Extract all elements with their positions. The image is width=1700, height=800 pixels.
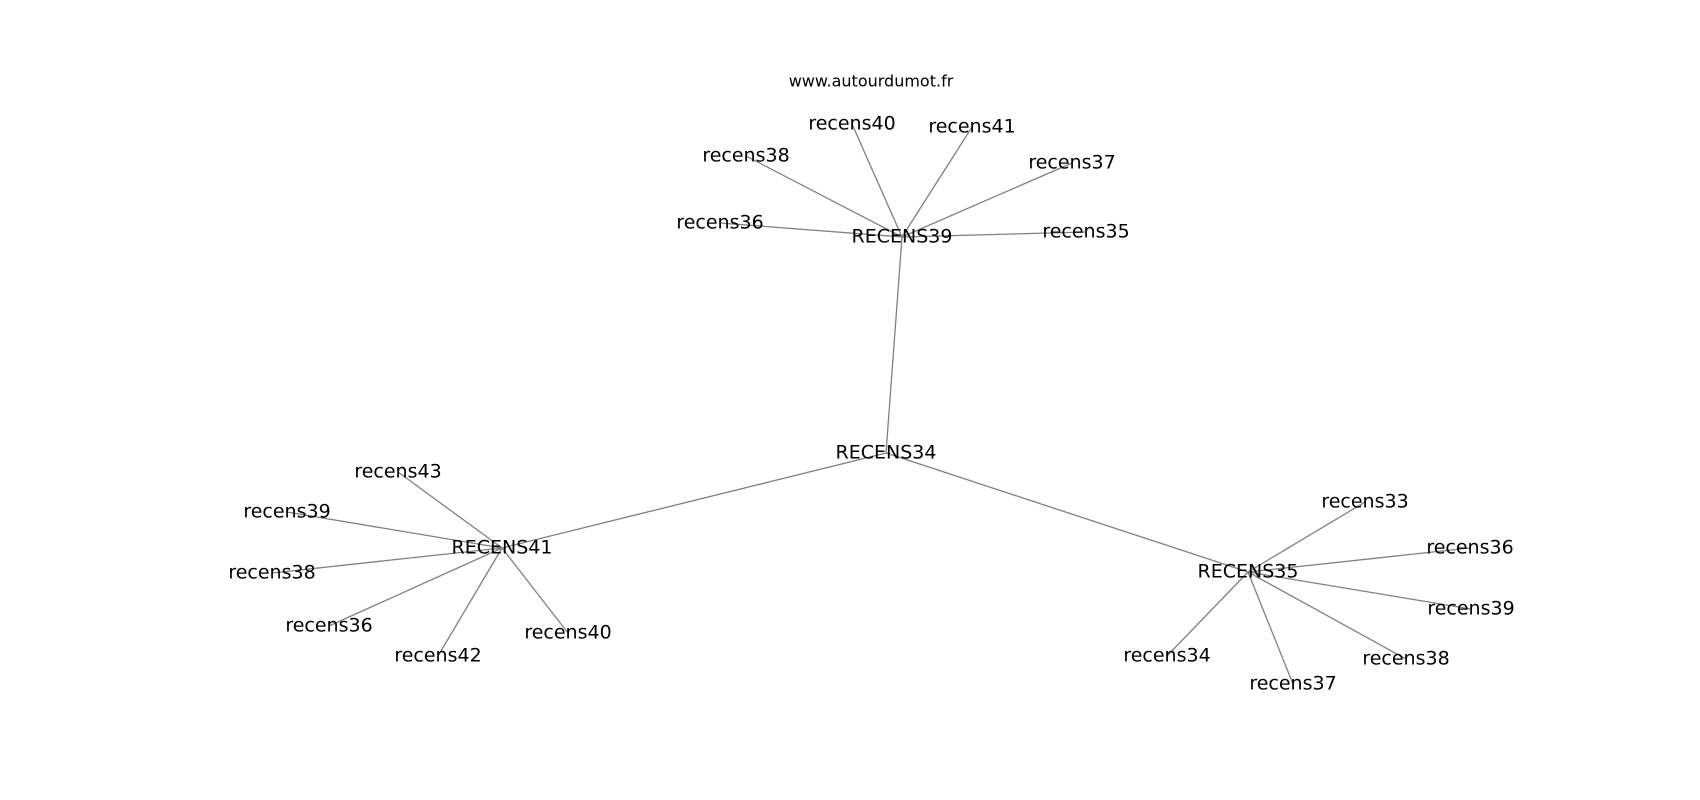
edge-n_recens41-b_recens43 [397,471,503,549]
node-label-n-recens34[interactable]: RECENS34 [836,442,937,464]
node-label-c-recens38[interactable]: recens38 [1362,648,1449,670]
edge-n_recens35-c_recens33 [1247,501,1366,573]
edge-n_recens35-c_recens34 [1166,571,1249,657]
edge-n_recens41-b_recens42 [437,547,503,657]
node-label-n-recens41[interactable]: RECENS41 [452,537,553,559]
edge-n_recens35-c_recens38 [1247,571,1407,660]
node-label-n-recens39[interactable]: RECENS39 [852,226,953,248]
node-label-a-recens37[interactable]: recens37 [1028,152,1115,174]
node-label-a-recens41[interactable]: recens41 [928,116,1015,138]
edge-n_recens41-b_recens40 [501,547,569,634]
node-label-b-recens43[interactable]: recens43 [354,461,441,483]
edge-n_recens39-a_recens38 [745,155,903,238]
node-label-a-recens38[interactable]: recens38 [702,145,789,167]
edge-n_recens35-c_recens39 [1247,571,1472,610]
node-label-c-recens34[interactable]: recens34 [1123,645,1210,667]
edge-n_recens35-c_recens36 [1247,547,1471,573]
edge-n_recens39-a_recens36 [719,222,903,238]
node-label-c-recens39[interactable]: recens39 [1427,598,1514,620]
node-label-b-recens42[interactable]: recens42 [394,645,481,667]
node-label-b-recens39[interactable]: recens39 [243,501,330,523]
edge-n_recens39-a_recens41 [901,126,973,238]
edge-n_recens39-a_recens40 [851,123,903,238]
edge-n_recens41-b_recens38 [271,547,503,574]
watermark-text: www.autourdumot.fr [789,72,954,91]
node-label-a-recens35[interactable]: recens35 [1042,221,1129,243]
node-label-c-recens37[interactable]: recens37 [1249,673,1336,695]
node-label-a-recens36[interactable]: recens36 [676,212,763,234]
edge-n_recens39-a_recens37 [901,162,1073,238]
edge-n_recens41-b_recens39 [286,511,503,549]
node-label-c-recens36[interactable]: recens36 [1426,537,1513,559]
node-label-a-recens40[interactable]: recens40 [808,113,895,135]
edges-layer [271,123,1472,685]
edge-n_recens41-b_recens36 [328,547,503,627]
node-label-n-recens35[interactable]: RECENS35 [1198,561,1299,583]
edge-n_recens35-c_recens37 [1247,571,1294,685]
edge-n_recens34-n_recens39 [885,236,903,454]
node-label-b-recens40[interactable]: recens40 [524,622,611,644]
node-label-c-recens33[interactable]: recens33 [1321,491,1408,513]
node-label-b-recens36[interactable]: recens36 [285,615,372,637]
edge-n_recens34-n_recens41 [501,452,887,549]
edge-n_recens39-a_recens35 [901,231,1087,238]
edge-n_recens34-n_recens35 [885,452,1249,573]
node-label-b-recens38[interactable]: recens38 [228,562,315,584]
